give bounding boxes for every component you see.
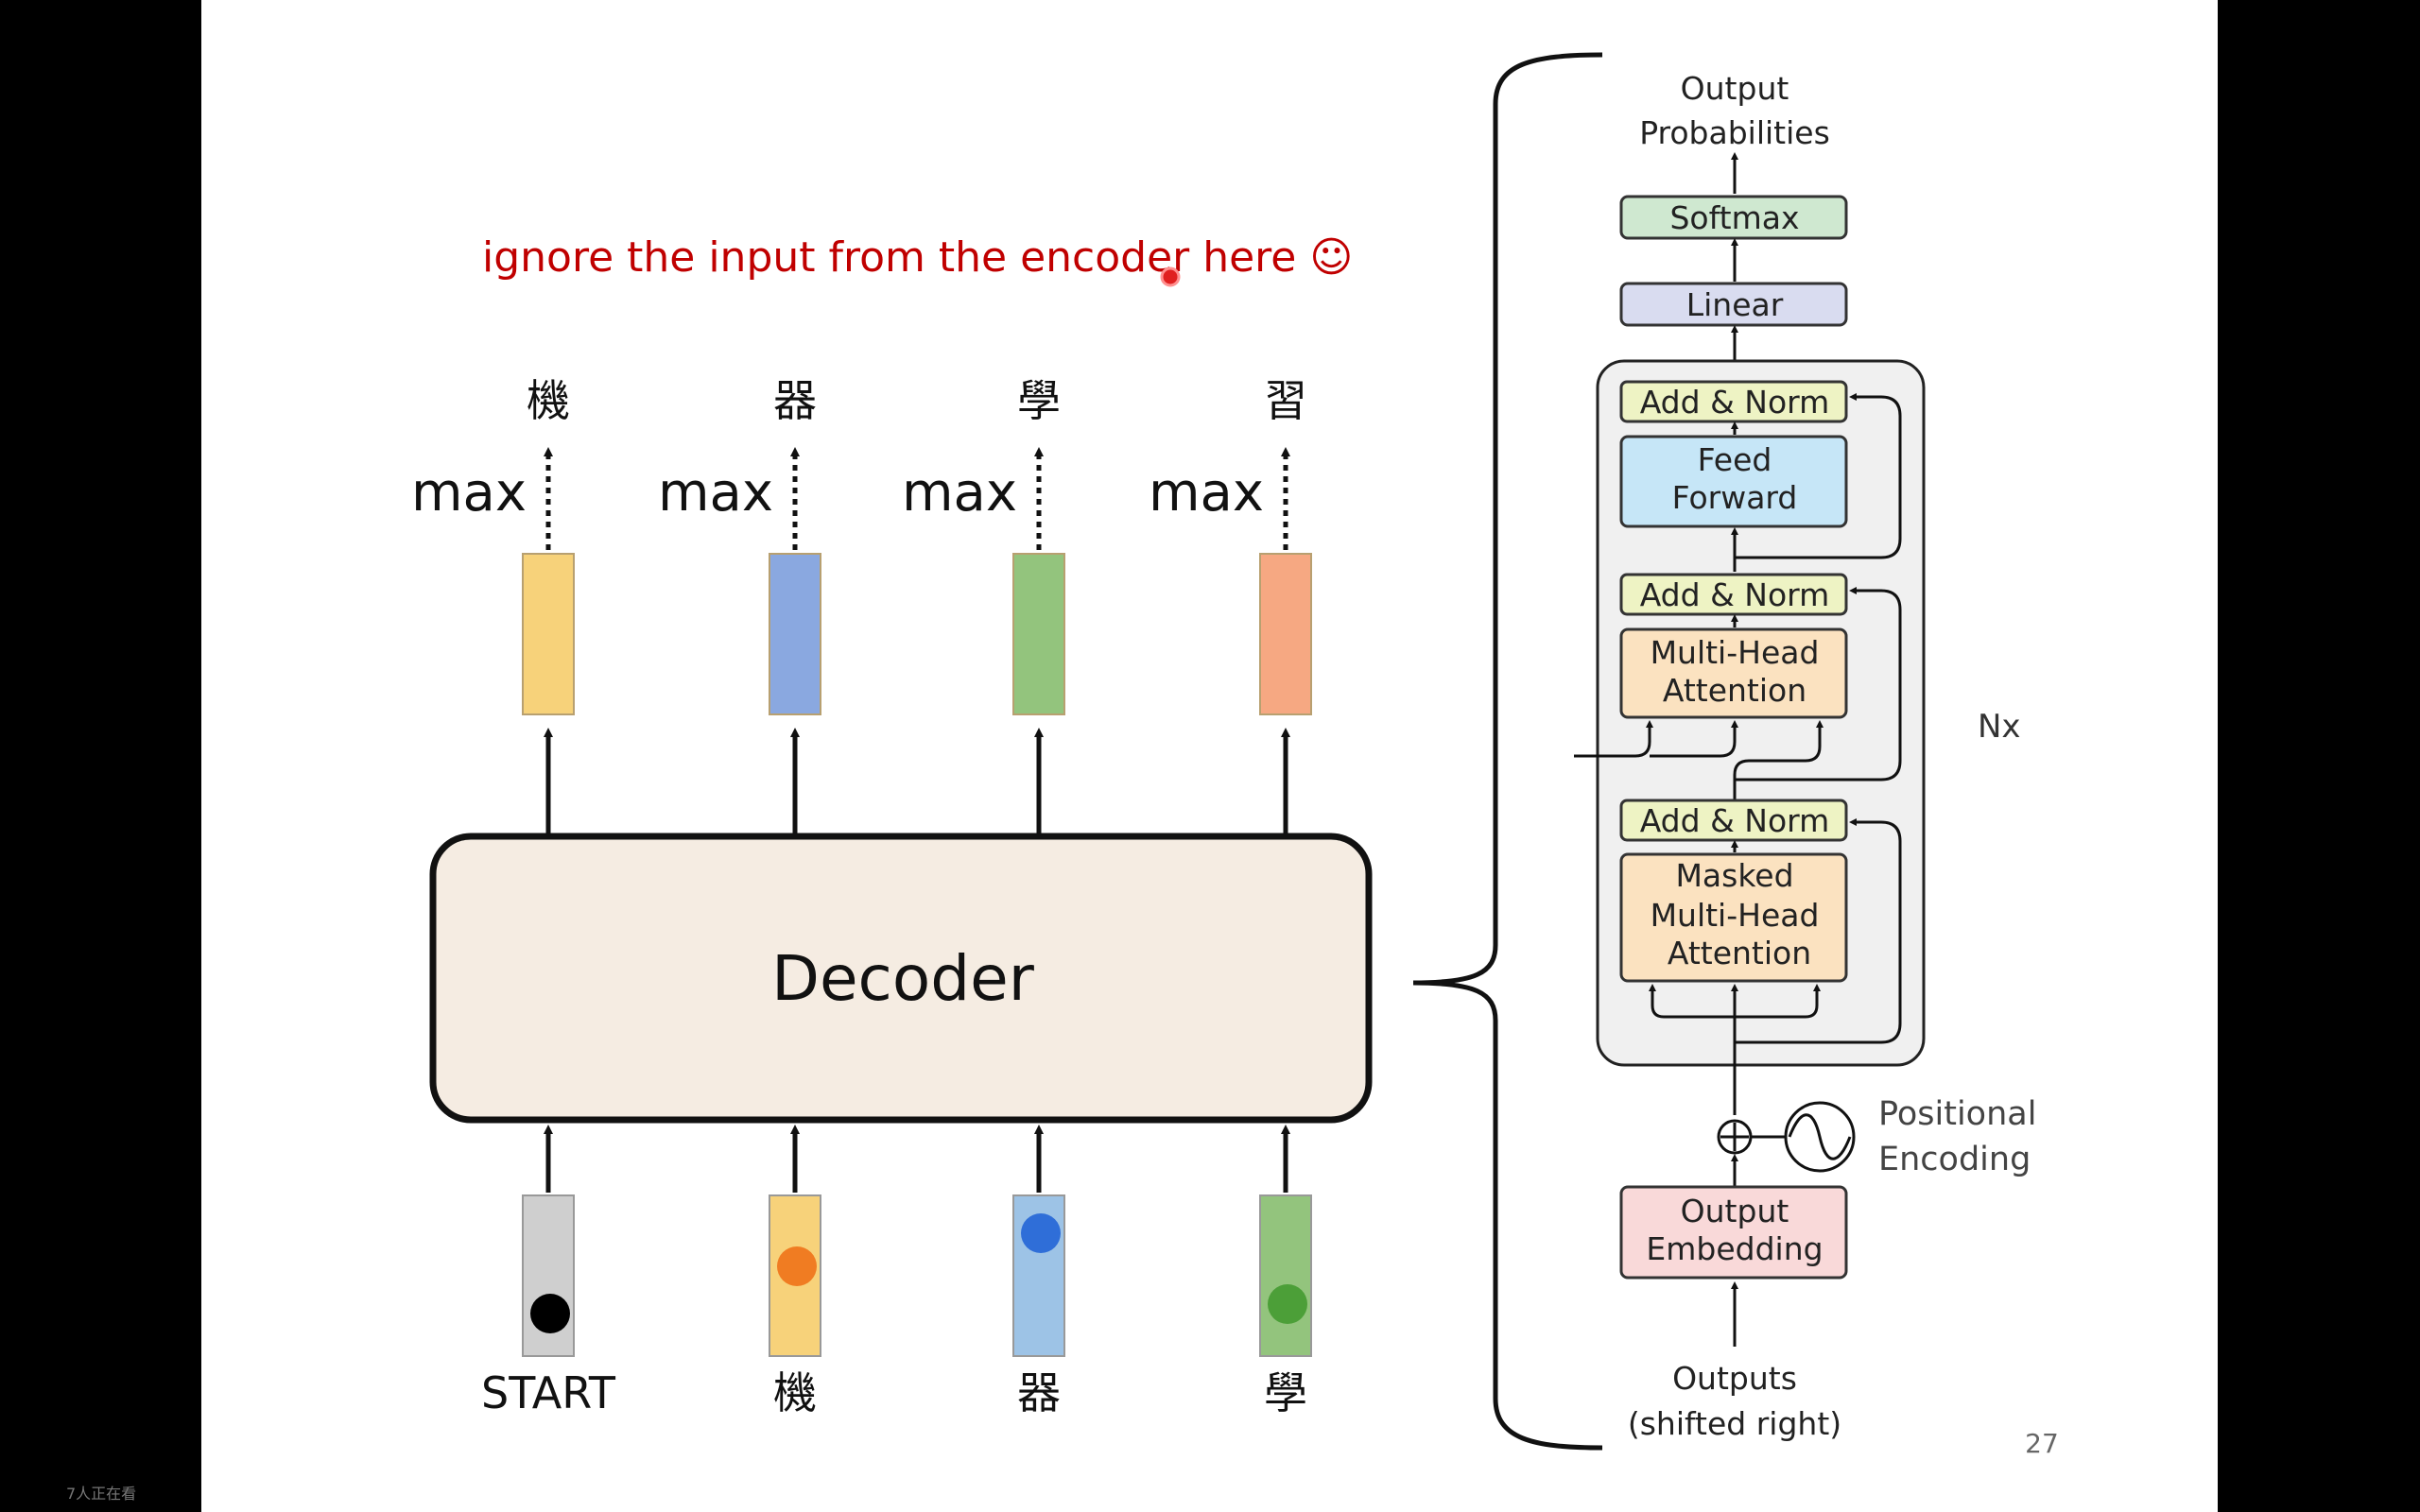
masked-mha-line1: Masked xyxy=(1675,857,1793,894)
output-distribution-bar xyxy=(522,553,575,715)
mha-line1: Multi-Head xyxy=(1651,634,1820,671)
output-embedding-line1: Output xyxy=(1681,1193,1789,1229)
output-distribution-bar xyxy=(769,553,821,715)
output-char: 學 xyxy=(1017,375,1061,426)
output-embedding-box xyxy=(1619,1185,1848,1280)
input-token-bar xyxy=(1259,1194,1312,1357)
output-probabilities-line1: Output xyxy=(1681,70,1789,107)
outputs-shifted-line1: Outputs xyxy=(1672,1360,1797,1397)
laser-pointer xyxy=(1160,266,1181,287)
positional-encoding-line2: Encoding xyxy=(1878,1141,2031,1178)
decoder-box xyxy=(429,833,1373,1124)
max-label: max xyxy=(411,462,527,524)
input-token-dot xyxy=(530,1294,570,1333)
output-distribution-bar xyxy=(1259,553,1312,715)
add-norm-label-middle: Add & Norm xyxy=(1640,576,1830,613)
add-norm-label-bottom: Add & Norm xyxy=(1640,802,1830,839)
max-label: max xyxy=(902,462,1017,524)
feed-forward-line1: Feed xyxy=(1698,441,1772,478)
annotation-text: ignore the input from the encoder here ☺ xyxy=(482,233,1353,282)
masked-mha-box xyxy=(1619,852,1848,983)
brace xyxy=(1412,52,1603,1451)
output-char: 機 xyxy=(527,375,570,426)
input-token-dot xyxy=(1268,1284,1307,1324)
input-token-label: 機 xyxy=(773,1367,817,1418)
linear-label: Linear xyxy=(1686,286,1784,323)
output-char: 習 xyxy=(1264,375,1307,426)
mha-box xyxy=(1619,627,1848,719)
output-probabilities-line2: Probabilities xyxy=(1639,114,1830,151)
add-norm-label-top: Add & Norm xyxy=(1640,384,1830,421)
input-token-dot xyxy=(777,1246,817,1286)
input-token-dot xyxy=(1021,1213,1061,1253)
mha-line2: Attention xyxy=(1663,672,1806,709)
slide-number: 27 xyxy=(2025,1428,2059,1459)
viewer-count: 7人正在看 xyxy=(66,1485,137,1503)
masked-mha-line3: Attention xyxy=(1668,935,1811,971)
output-char: 器 xyxy=(773,375,817,426)
input-tokens: START 機 器 學 xyxy=(481,1125,1312,1418)
input-token-label: 學 xyxy=(1264,1367,1307,1418)
outputs-shifted-line2: (shifted right) xyxy=(1628,1405,1841,1442)
input-token-label: 器 xyxy=(1017,1367,1061,1418)
nx-label: Nx xyxy=(1978,708,2021,746)
max-label: max xyxy=(1149,462,1264,524)
transformer-decoder: Output Probabilities Softmax Linear Add … xyxy=(1574,70,2036,1442)
decoder-label: Decoder xyxy=(771,942,1035,1015)
feed-forward-box xyxy=(1619,435,1848,528)
output-distribution-bar xyxy=(1012,553,1065,715)
softmax-label: Softmax xyxy=(1669,199,1799,236)
masked-mha-line2: Multi-Head xyxy=(1651,897,1820,934)
max-label: max xyxy=(658,462,773,524)
input-token-label: START xyxy=(481,1367,616,1418)
positional-encoding-line1: Positional xyxy=(1878,1095,2036,1133)
output-embedding-line2: Embedding xyxy=(1646,1230,1823,1267)
feed-forward-line2: Forward xyxy=(1672,479,1798,516)
